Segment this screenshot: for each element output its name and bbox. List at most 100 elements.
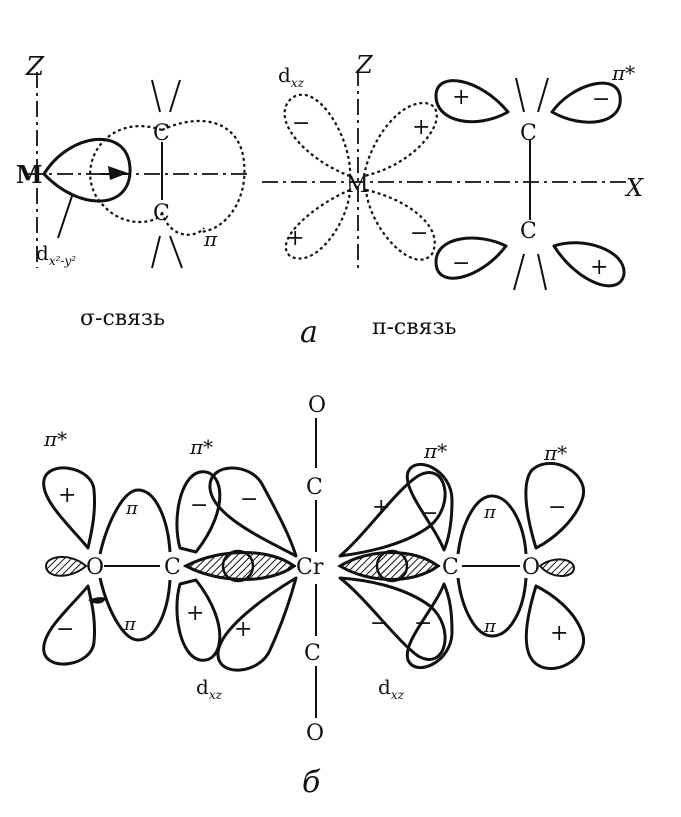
dxz-label-a: dxz [278, 63, 305, 90]
pi-x-axis-label: X [624, 174, 644, 202]
carbon-right: C [442, 555, 459, 580]
pi-label: π [483, 502, 497, 523]
sign: − [420, 501, 438, 526]
sign: − [548, 495, 566, 520]
oxygen-dot [88, 597, 106, 604]
sign: − [240, 487, 258, 512]
sigma-carbon-top: C [153, 121, 170, 146]
pistar-lobe-c-left-bottom [175, 578, 222, 662]
dxz-label-b-left: dxz [196, 675, 223, 702]
sign: − [370, 611, 388, 636]
oxygen-lone-pair-left [44, 556, 88, 577]
pistar-lobe-ul [434, 79, 510, 124]
dxz-label-b-right: dxz [378, 675, 405, 702]
pi-h-bond [515, 77, 525, 113]
pistar-lobe-o-left-bottom [42, 584, 96, 666]
sign: + [58, 483, 76, 508]
sign: + [372, 495, 390, 520]
sigma-pi-lobe-bottom [160, 211, 205, 236]
pi-caption: π-связь [372, 315, 456, 340]
pi-star-label-a: π* [611, 61, 635, 85]
oxygen-left: O [86, 555, 104, 580]
pistar-lobe-c-left-top [175, 470, 222, 554]
sigma-h-bond [151, 79, 161, 113]
sigma-pi-lobe-right [161, 119, 246, 234]
pi-carbon-top: C [520, 121, 537, 146]
sign: + [412, 115, 430, 140]
pi-label: π [123, 614, 137, 635]
pistar-lobe-lr [552, 241, 626, 288]
pi-bond-diagram: Z X M dxz C C π* − + + − + − − + π-связь [262, 51, 644, 340]
pi-h-bond [537, 77, 549, 113]
sigma-donor-lobe-right [337, 551, 441, 581]
panel-label-a: а [300, 315, 318, 350]
carbon-bottom: C [304, 641, 321, 666]
sign: − [452, 251, 470, 276]
dxz-lobe-b-right-top [338, 471, 447, 558]
carbon-top: C [306, 475, 323, 500]
pi-h-bond [537, 253, 547, 291]
sign: − [190, 493, 208, 518]
pi-star-label: π* [543, 441, 567, 465]
oxygen-top: O [308, 393, 326, 418]
dxz-lobe-lower-right [364, 188, 436, 261]
sigma-carbon-bottom: C [153, 201, 170, 226]
sign: − [410, 221, 428, 246]
sign: + [186, 601, 204, 626]
sigma-pi-label: π [203, 227, 218, 251]
sigma-pi-lobe-left [89, 124, 164, 224]
sigma-caption: σ-связь [80, 306, 165, 331]
pi-star-label: π* [43, 427, 67, 451]
sign: − [292, 111, 310, 136]
dxz-lobe-b-left-bottom [216, 576, 298, 672]
pistar-lobe-c-right-bottom [405, 582, 454, 670]
pistar-lobe-ll [434, 236, 508, 280]
pistar-lobe-o-right-top [524, 461, 586, 550]
pi-z-axis-label: Z [355, 51, 374, 79]
pistar-lobe-o-right-bottom [524, 584, 586, 670]
panel-label-b: б [302, 765, 321, 800]
dx2y2-label: dx²-y² [36, 241, 76, 268]
pi-metal-atom: M [346, 173, 369, 198]
sign: − [414, 611, 432, 636]
oxygen-right: O [522, 555, 540, 580]
sigma-overlap-right [375, 549, 409, 583]
dx2y2-lobe [42, 137, 132, 203]
pi-bond-lobe-right-top [456, 494, 528, 555]
sigma-h-bond [169, 235, 183, 269]
sigma-h-bond [151, 235, 161, 269]
dxz-lobe-b-right-bottom [338, 576, 447, 661]
sign: − [592, 87, 610, 112]
sigma-metal-atom: M [16, 160, 43, 189]
sigma-h-bond [169, 79, 181, 113]
sigma-z-axis-label: Z [25, 52, 45, 82]
dxz-lobe-upper-right [362, 101, 438, 178]
dxz-lobe-b-left-top [208, 466, 298, 558]
sigma-bond-diagram: Z M C C dx²-y² π σ-связь [16, 52, 250, 331]
sign: − [56, 617, 74, 642]
pistar-lobe-o-left-top [42, 466, 96, 550]
pistar-lobe-c-right-top [405, 462, 454, 552]
chromium-atom: Cr [296, 555, 324, 580]
oxygen-lone-pair-right [538, 558, 576, 577]
dxz-lobe-upper-left [283, 93, 352, 178]
pi-star-label: π* [423, 439, 447, 463]
sigma-donor-lobe-left [182, 551, 297, 581]
pi-h-bond [513, 253, 525, 291]
dx2y2-leader [57, 195, 73, 239]
pi-bond-lobe-left-top [98, 488, 172, 555]
sigma-overlap-left [221, 549, 255, 583]
sign: + [286, 226, 304, 251]
pi-carbon-bottom: C [520, 219, 537, 244]
sign: + [234, 617, 252, 642]
sign: + [452, 85, 470, 110]
sign: + [590, 255, 608, 280]
oxygen-bottom: O [306, 721, 324, 746]
pi-label: π [483, 616, 497, 637]
dxz-lobe-lower-left [284, 188, 352, 260]
pi-bond-lobe-left-bottom [98, 577, 172, 642]
pi-bond-lobe-right-bottom [456, 577, 528, 638]
carbon-left: C [164, 555, 181, 580]
sign: + [550, 621, 568, 646]
